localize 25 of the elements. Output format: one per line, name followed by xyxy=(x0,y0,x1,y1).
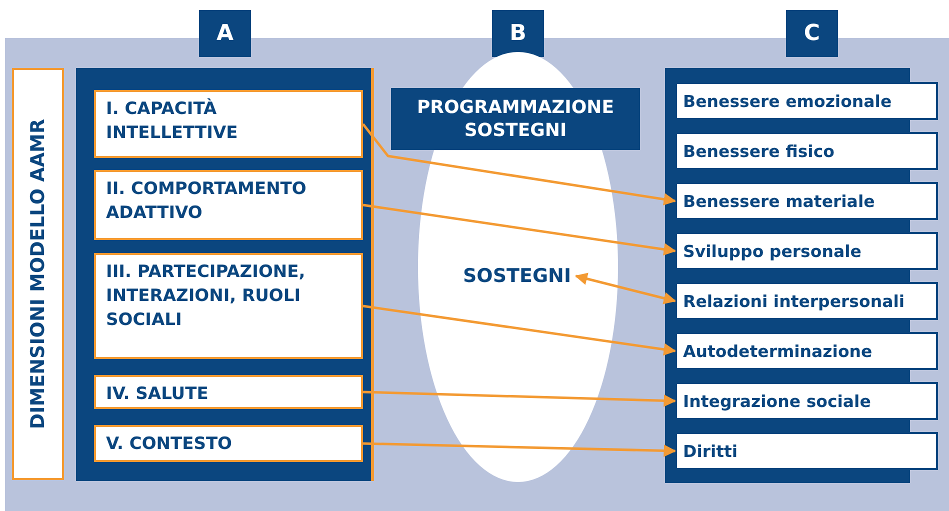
arrow xyxy=(362,304,676,356)
outcome-box: Autodeterminazione xyxy=(675,332,938,370)
outcome-box: Integrazione sociale xyxy=(675,382,938,420)
arrow xyxy=(362,204,676,256)
dimension-box: V. CONTESTO xyxy=(94,425,363,462)
dimension-box: III. PARTECIPAZIONE, INTERAZIONI, RUOLI SOCIALI xyxy=(94,253,363,359)
dimension-box: I. CAPACITÀ INTELLETTIVE xyxy=(94,90,363,158)
programming-box: PROGRAMMAZIONE SOSTEGNI xyxy=(391,88,640,150)
column-tab: A xyxy=(199,10,251,57)
dimension-box: IV. SALUTE xyxy=(94,375,363,409)
outcome-box: Benessere emozionale xyxy=(675,82,938,120)
outcome-box: Diritti xyxy=(675,432,938,470)
arrow xyxy=(362,442,676,457)
arrow xyxy=(574,272,676,304)
column-tab: B xyxy=(492,10,544,57)
dimension-box: II. COMPORTAMENTO ADATTIVO xyxy=(94,170,363,240)
column-tab: C xyxy=(786,10,838,57)
outcome-box: Benessere materiale xyxy=(675,182,938,220)
outcome-box: Sviluppo personale xyxy=(675,232,938,270)
vertical-label-box: DIMENSIONI MODELLO AAMR xyxy=(12,68,64,480)
outcome-box: Relazioni interpersonali xyxy=(675,282,938,320)
outcome-box: Benessere fisico xyxy=(675,132,938,170)
support-label: SOSTEGNI xyxy=(458,262,576,290)
arrow xyxy=(362,390,676,407)
arrow xyxy=(362,123,676,206)
